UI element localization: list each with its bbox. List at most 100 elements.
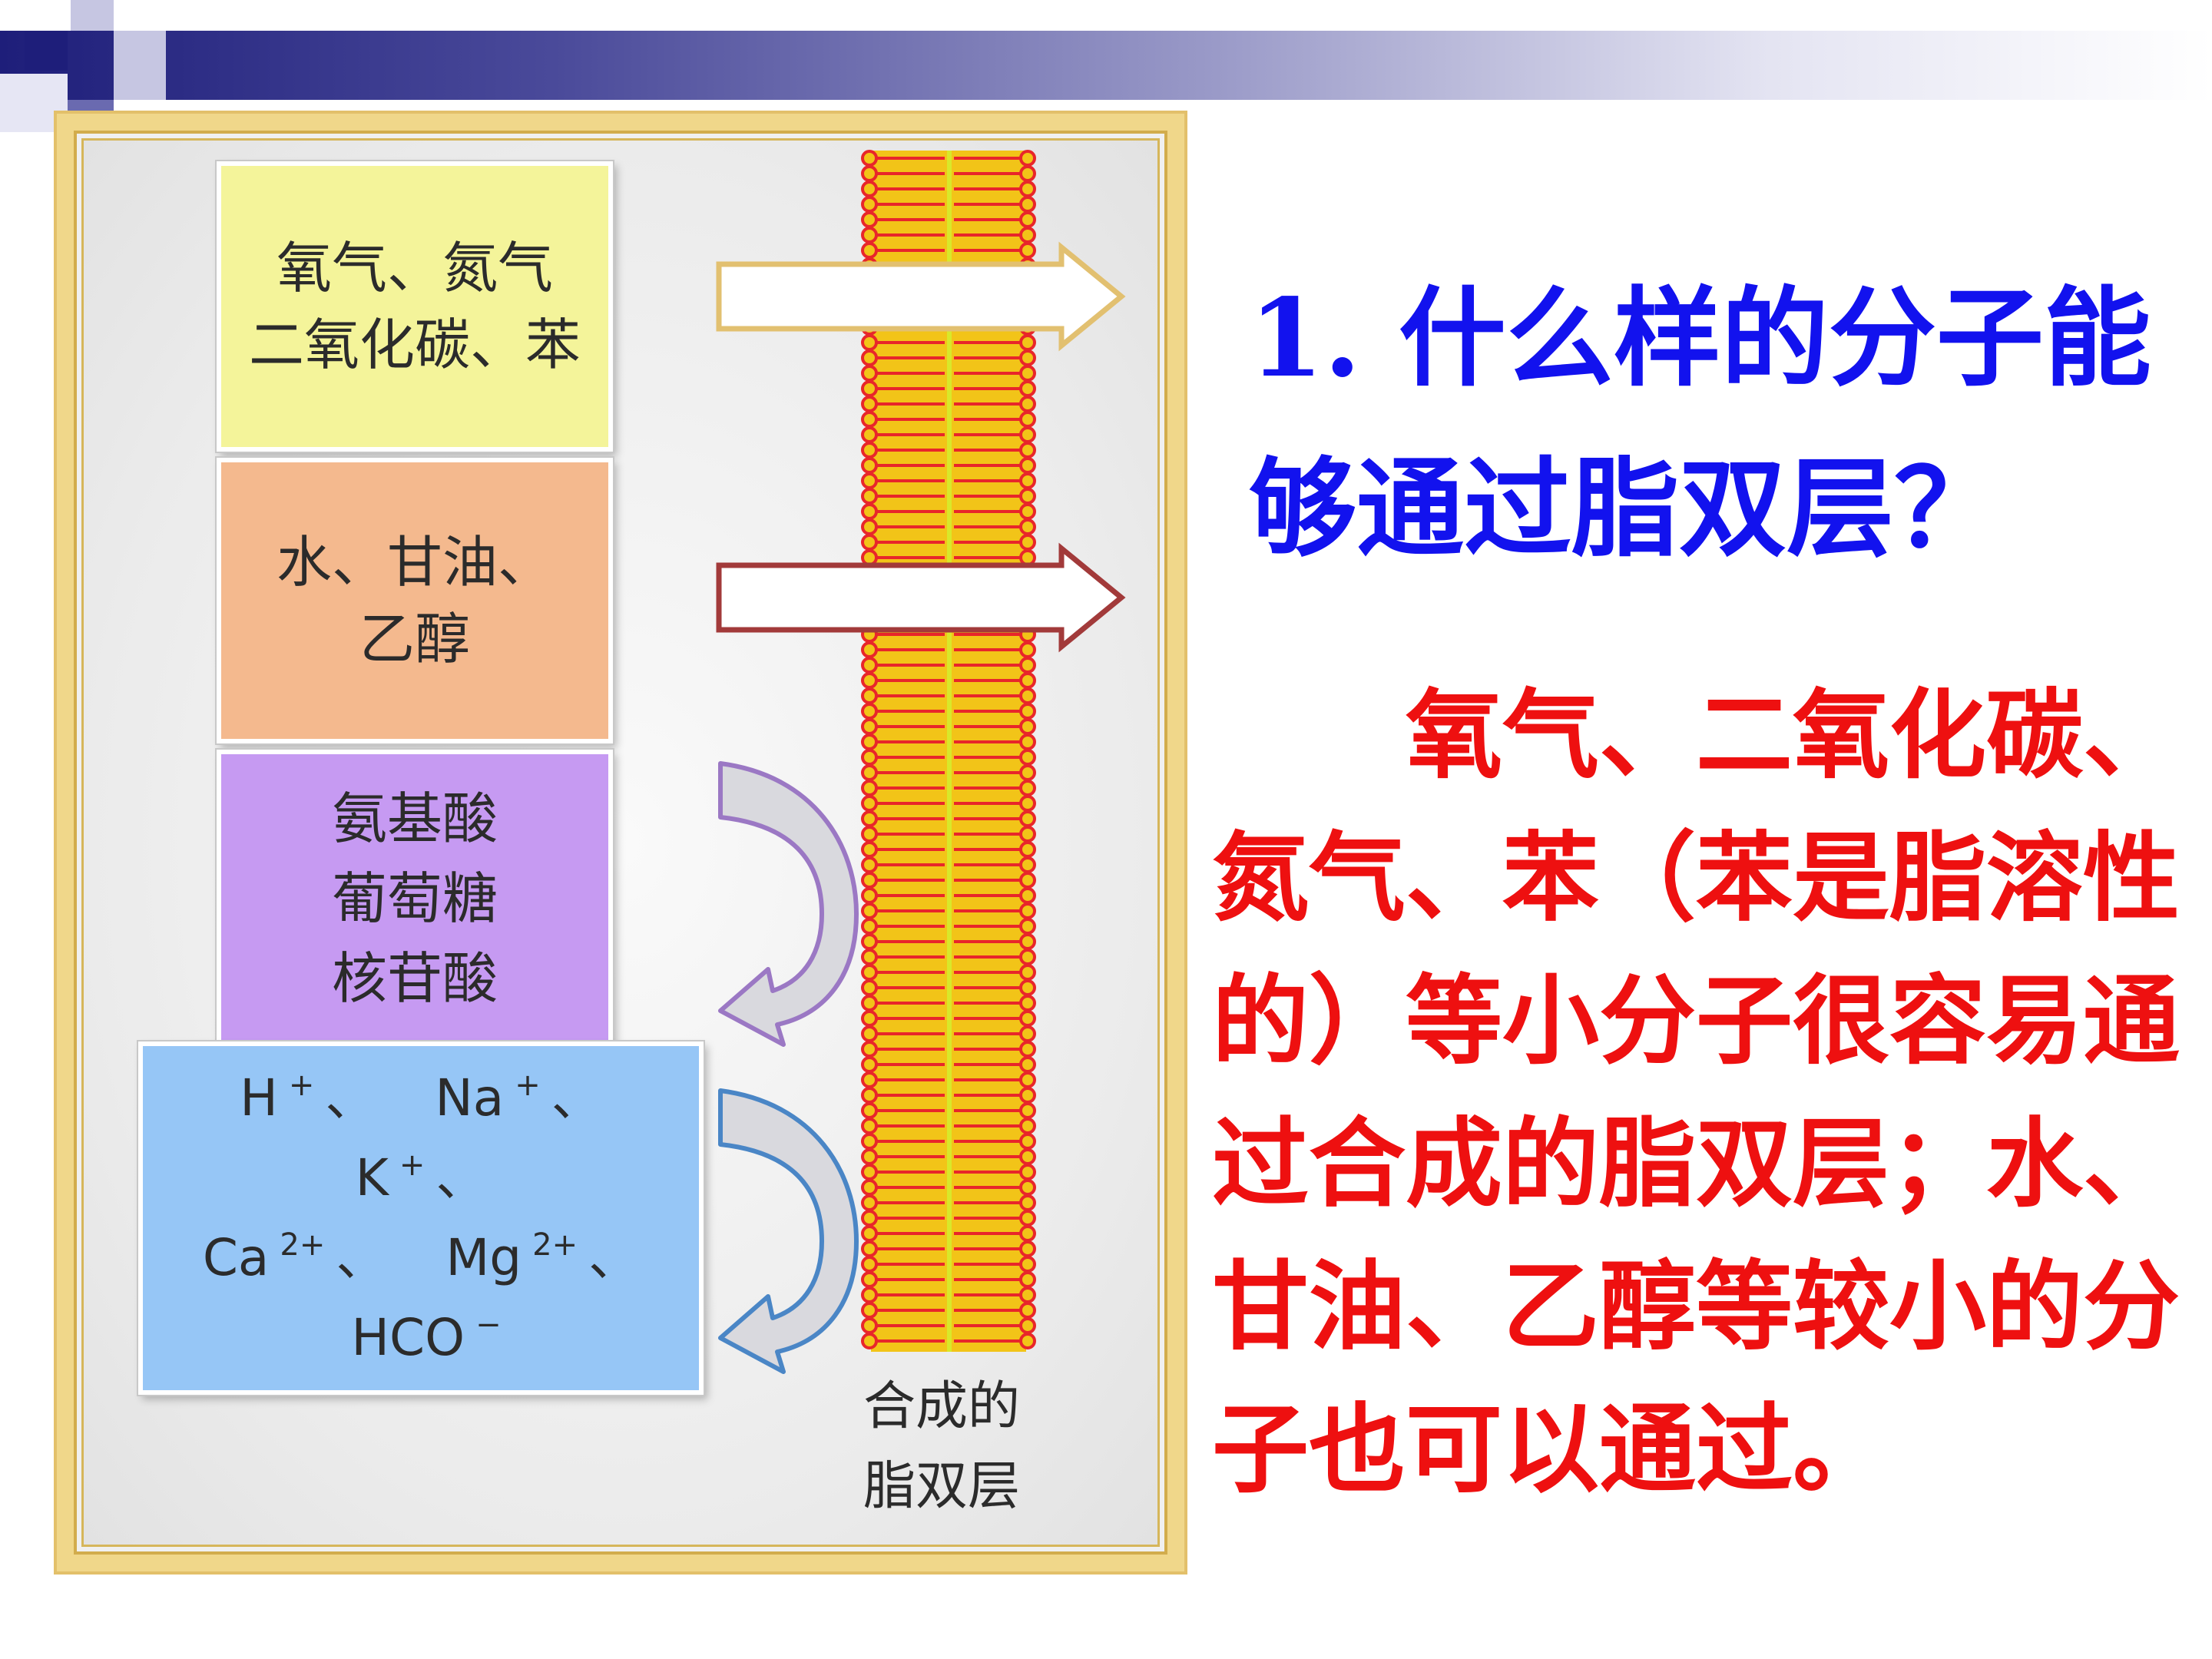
lipid-head xyxy=(861,242,878,259)
ion-label: K+、 xyxy=(355,1147,487,1207)
lipid-head xyxy=(1019,1133,1036,1150)
lipid-head xyxy=(1019,1179,1036,1196)
lipid-head xyxy=(861,1240,878,1257)
box-label: 核苷酸 xyxy=(331,946,498,1011)
lipid-head xyxy=(1019,733,1036,750)
lipid-head xyxy=(1019,457,1036,474)
lipid-head xyxy=(1019,995,1036,1012)
lipid-head xyxy=(1019,933,1036,950)
lipid-head xyxy=(1019,641,1036,658)
lipid-head xyxy=(861,841,878,858)
lipid-head xyxy=(1019,780,1036,796)
lipid-head xyxy=(1019,1025,1036,1042)
membrane-label-line: 脂双层 xyxy=(863,1456,1020,1517)
title-band-decoration xyxy=(0,31,2212,100)
lipid-head xyxy=(861,657,878,674)
ion-label: Na+、 xyxy=(435,1068,602,1128)
lipid-head xyxy=(1019,1240,1036,1257)
lipid-head xyxy=(1019,1194,1036,1211)
lipid-head xyxy=(1019,488,1036,505)
lipid-head xyxy=(861,488,878,505)
lipid-head xyxy=(1019,718,1036,735)
lipid-head xyxy=(1019,1210,1036,1227)
lipid-head xyxy=(861,1210,878,1227)
lipid-head xyxy=(1019,349,1036,366)
ion-label: HCO− xyxy=(351,1307,502,1367)
lipid-head xyxy=(861,718,878,735)
question-line: 够通过脂双层？ xyxy=(1249,446,2002,572)
lipid-head xyxy=(1019,826,1036,843)
lipid-head xyxy=(861,672,878,689)
lipid-head xyxy=(861,534,878,551)
lipid-head xyxy=(861,949,878,965)
lipid-head xyxy=(1019,1071,1036,1088)
membrane-label-line: 合成的 xyxy=(863,1376,1020,1437)
ion-row-3: HCO− xyxy=(329,1298,512,1378)
lipid-head xyxy=(1019,1056,1036,1073)
lipid-head xyxy=(861,1102,878,1119)
lipid-head xyxy=(861,733,878,750)
lipid-head xyxy=(861,426,878,443)
lipid-head xyxy=(861,1302,878,1319)
lipid-head xyxy=(861,641,878,658)
lipid-head xyxy=(861,872,878,889)
lipid-head xyxy=(1019,227,1036,243)
lipid-head xyxy=(1019,1256,1036,1273)
lipid-head xyxy=(861,826,878,843)
lipid-head xyxy=(861,1194,878,1211)
lipid-head xyxy=(1019,902,1036,919)
lipid-head xyxy=(1019,1041,1036,1058)
lipid-head xyxy=(861,918,878,935)
lipid-head xyxy=(861,1118,878,1134)
pass-through-arrow-1 xyxy=(716,241,1126,352)
lipid-head xyxy=(861,1148,878,1165)
lipid-head xyxy=(1019,964,1036,981)
lipid-head xyxy=(861,764,878,781)
lipid-head xyxy=(861,365,878,382)
lipid-head xyxy=(861,1056,878,1073)
lipid-head xyxy=(861,503,878,520)
lipid-head xyxy=(1019,1010,1036,1027)
lipid-head xyxy=(1019,196,1036,213)
lipid-head xyxy=(861,887,878,904)
lipid-head xyxy=(861,1041,878,1058)
lipid-head xyxy=(1019,534,1036,551)
lipid-head xyxy=(861,1087,878,1104)
blocked-arrow-2 xyxy=(718,1088,859,1374)
lipid-head xyxy=(861,1225,878,1242)
lipid-head xyxy=(861,1133,878,1150)
lipid-head xyxy=(1019,242,1036,259)
lipid-head xyxy=(861,150,878,167)
lipid-head xyxy=(1019,703,1036,720)
lipid-head xyxy=(1019,180,1036,197)
box-label: 水、甘油、 xyxy=(276,530,553,594)
membrane-label: 合成的 脂双层 xyxy=(849,1367,1034,1527)
question-line: 1. 什么样的分子能 xyxy=(1249,276,2151,402)
lipid-head xyxy=(861,1179,878,1196)
lipid-head xyxy=(1019,503,1036,520)
lipid-head xyxy=(861,856,878,873)
large-polar-molecules-box: 氨基酸 葡萄糖 核苷酸 xyxy=(217,750,613,1048)
lipid-head xyxy=(861,349,878,366)
lipid-head xyxy=(1019,949,1036,965)
lipid-soluble-molecules-box: 氧气、氮气 二氧化碳、苯 xyxy=(217,161,613,452)
lipid-head xyxy=(861,457,878,474)
lipid-head xyxy=(861,411,878,428)
lipid-head xyxy=(1019,1118,1036,1134)
lipid-head xyxy=(861,380,878,397)
lipid-head xyxy=(1019,380,1036,397)
lipid-head xyxy=(1019,1271,1036,1288)
ion-row-1: H+、 Na+、 K+、 xyxy=(143,1058,699,1218)
lipid-head xyxy=(1019,518,1036,535)
corner-square-decoration xyxy=(68,100,114,112)
lipid-head xyxy=(1019,749,1036,766)
lipid-head xyxy=(1019,1087,1036,1104)
lipid-head xyxy=(861,1271,878,1288)
lipid-head xyxy=(1019,856,1036,873)
lipid-head xyxy=(861,227,878,243)
